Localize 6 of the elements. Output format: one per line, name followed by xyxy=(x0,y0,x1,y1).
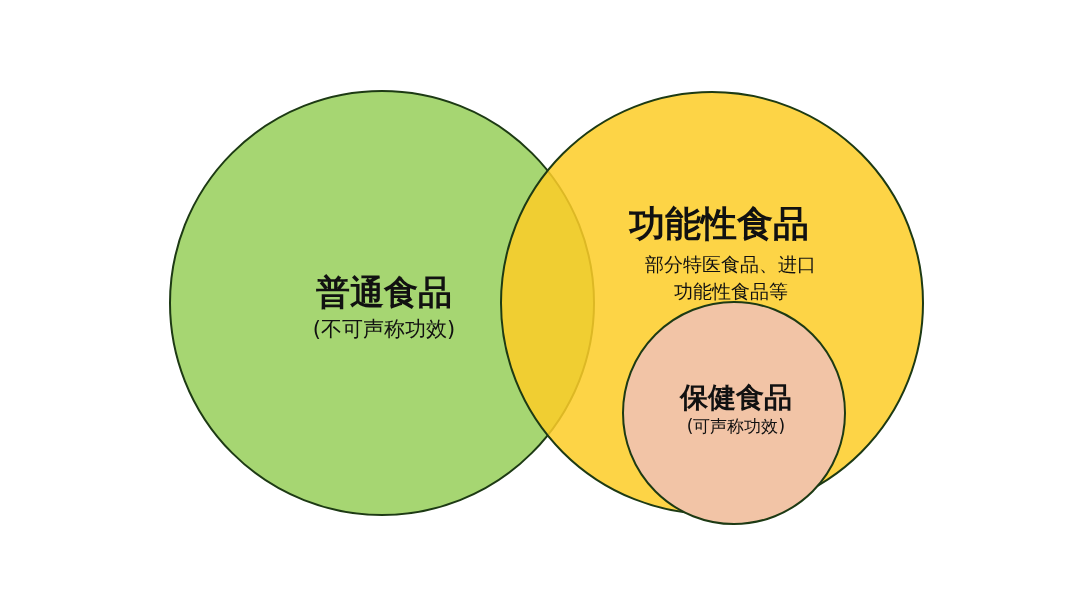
circle-title: 保健食品 xyxy=(678,381,793,415)
circle-subtitle: 部分特医食品、进口功能性食品等 xyxy=(644,252,817,304)
circle-title: 功能性食品 xyxy=(628,202,810,246)
circle-subtitle: (不可声称功效) xyxy=(311,317,457,343)
circle-title: 普通食品 xyxy=(315,272,453,313)
circle-subtitle: (可声称功效) xyxy=(685,416,787,437)
